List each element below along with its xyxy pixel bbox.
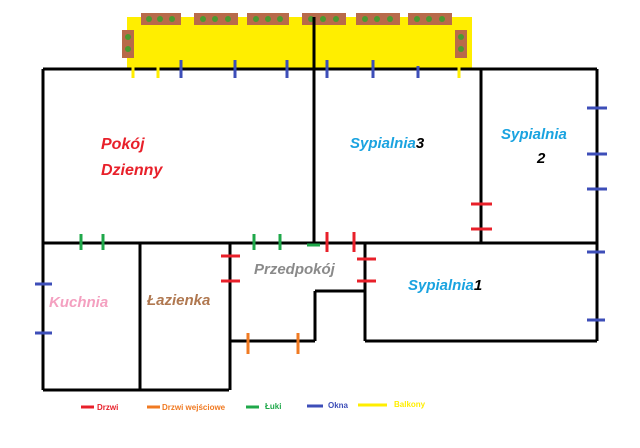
planter <box>122 30 134 58</box>
bedroom-1-number: 1 <box>474 277 482 294</box>
planter <box>356 13 400 25</box>
legend-label-arches: Łuki <box>265 402 281 411</box>
legend-label-entrance-doors: Drzwi wejściowe <box>162 403 226 412</box>
entrance-doors <box>246 333 300 354</box>
legend-label-doors: Drzwi <box>97 403 118 412</box>
legend-label-balconies: Balkony <box>394 400 426 409</box>
planter <box>302 13 346 25</box>
windows <box>35 60 607 335</box>
doors <box>221 202 492 283</box>
planter <box>408 13 452 25</box>
living-line1: Pokój <box>101 136 145 153</box>
planter <box>141 13 181 25</box>
bedroom-3-word: Sypialnia <box>350 135 416 152</box>
legend: Drzwi Drzwi wejściowe Łuki Okna Balkony <box>81 400 426 412</box>
bedroom-2-number: 2 <box>536 150 546 167</box>
legend-label-windows: Okna <box>328 401 349 410</box>
living-line2: Dzienny <box>101 162 163 179</box>
planter <box>455 30 467 58</box>
bedroom-1-word: Sypialnia <box>408 277 474 294</box>
balcony <box>127 17 472 70</box>
room-label-bedroom-3: Sypialnia3 <box>350 135 425 152</box>
room-label-hall: Przedpokój <box>254 261 336 278</box>
room-label-bedroom-2: Sypialnia 2 <box>501 126 571 167</box>
balcony-planters <box>122 13 467 58</box>
room-label-living: Pokój Dzienny <box>101 136 163 179</box>
bedroom-3-number: 3 <box>416 135 425 152</box>
planter <box>247 13 289 25</box>
room-label-bedroom-1: Sypialnia1 <box>408 277 482 294</box>
bedroom-2-word: Sypialnia <box>501 126 567 143</box>
room-label-kitchen: Kuchnia <box>49 294 108 311</box>
walls <box>41 17 599 392</box>
planter <box>194 13 238 25</box>
arches <box>79 234 320 250</box>
room-label-bathroom: Łazienka <box>146 292 210 309</box>
